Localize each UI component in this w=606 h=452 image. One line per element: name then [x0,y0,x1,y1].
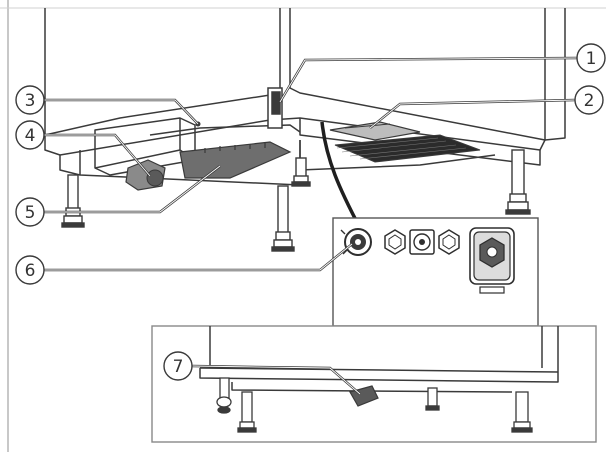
connector-inset [332,217,539,327]
sealing-strip [179,141,292,179]
cabinet-right [289,8,566,141]
center-post [267,87,283,129]
leader-1-inner [279,57,578,103]
callout-7-label: 7 [173,357,184,377]
callout-2-label: 2 [584,91,595,111]
callout-6: 6 [15,255,45,285]
large-fitting [469,227,515,294]
bottom-underside [231,382,513,393]
callout-3: 3 [15,85,45,115]
socket-square [409,229,435,255]
callout-4-label: 4 [25,126,36,146]
underside-rail [299,140,496,171]
bottom-feet [216,377,533,433]
vent-grille [334,134,481,163]
hex-plug-1 [384,229,406,255]
callout-4: 4 [15,120,45,150]
hex-plug-2 [438,229,460,255]
component-box-bottom [94,149,181,169]
leader-5-inner [44,165,221,213]
leader-4-inner [44,134,151,177]
foot-front-left [61,174,85,228]
bottom-base-line [199,367,559,373]
cabinet-left [44,8,281,136]
leader-6-inner [44,243,353,271]
callout-5: 5 [15,197,45,227]
leader-7-inner [191,365,361,395]
drain-hose [329,121,421,141]
callout-1-label: 1 [586,49,597,69]
foot-front-center [271,185,295,252]
leader-3-inner [44,99,199,125]
power-cable [320,121,362,229]
bottom-base-plate [199,368,559,383]
callout-2: 2 [574,85,604,115]
leader-lines [44,56,578,395]
leader-6 [44,243,353,272]
leader-1 [278,56,578,103]
bottom-inset [151,325,597,443]
callout-7: 7 [163,351,193,381]
base-plate-front-left [59,155,81,176]
clamp-fitting [125,159,166,191]
cable-gland [340,228,372,256]
adjustable-feet [61,149,531,252]
foot-right [505,149,531,215]
callout-1: 1 [576,43,606,73]
leader-2-inner [369,99,576,129]
leader-3 [44,98,199,125]
inner-recess [149,124,301,136]
foot-rear-center [291,157,311,187]
callout-5-label: 5 [25,203,36,223]
callout-3-label: 3 [25,91,36,111]
callout-6-label: 6 [25,261,36,281]
